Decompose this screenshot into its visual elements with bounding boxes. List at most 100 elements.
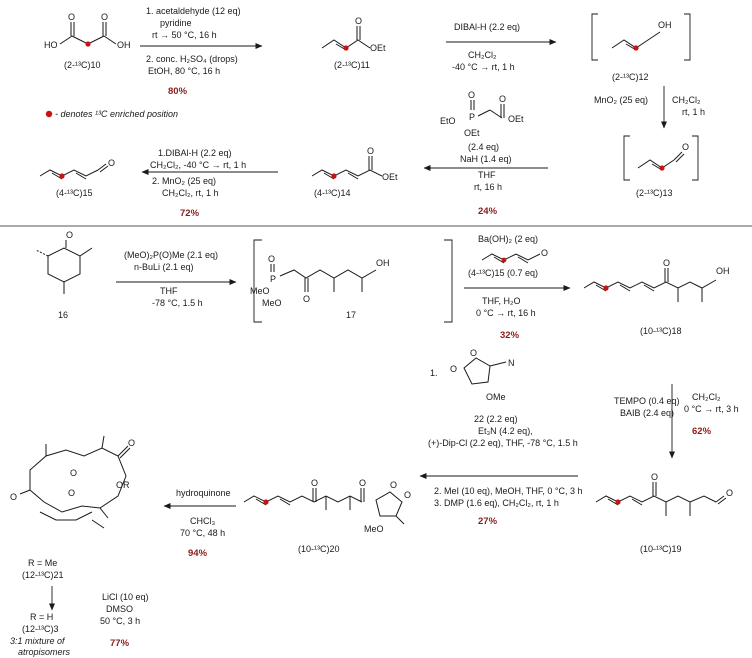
svg-text:0 °C → rt, 3 h: 0 °C → rt, 3 h	[684, 404, 739, 414]
svg-text:0 °C → rt, 16 h: 0 °C → rt, 16 h	[476, 308, 536, 318]
svg-text:O: O	[66, 230, 73, 240]
svg-text:OH: OH	[716, 266, 730, 276]
svg-text:22 (2.2 eq): 22 (2.2 eq)	[474, 414, 518, 424]
compound-label-13: (2-¹³C)13	[636, 188, 673, 198]
svg-text:50 °C, 3 h: 50 °C, 3 h	[100, 616, 140, 626]
svg-text:MnO₂ (25 eq): MnO₂ (25 eq)	[594, 95, 648, 105]
yield-step-4: 24%	[478, 206, 498, 217]
structure-pre-cyclization-20: O O O O MeO	[243, 478, 411, 534]
svg-text:O: O	[303, 294, 310, 304]
svg-text:O: O	[367, 146, 374, 156]
svg-text:2. MnO₂ (25 eq): 2. MnO₂ (25 eq)	[152, 176, 216, 186]
structure-ethyl-sorbate: O OEt	[311, 146, 398, 182]
step-7-conditions: Ba(OH)₂ (2 eq) O (4-¹³C)15 (0.7 eq) THF,…	[468, 234, 548, 341]
svg-text:rt, 16 h: rt, 16 h	[474, 182, 502, 192]
svg-text:OEt: OEt	[508, 114, 524, 124]
svg-text:NaH (1.4 eq): NaH (1.4 eq)	[460, 154, 512, 164]
svg-text:MeO: MeO	[262, 298, 282, 308]
bracket-left	[591, 13, 598, 61]
step-5-conditions: 1.DIBAl-H (2.2 eq) CH₂Cl₂, -40 °C → rt, …	[150, 148, 246, 219]
yield-step-1: 80%	[168, 86, 188, 97]
svg-text:BAIB (2.4 eq): BAIB (2.4 eq)	[620, 408, 674, 418]
r-group-21: R = Me	[28, 558, 57, 568]
step-9-conditions: 22 (2.2 eq) Et₃N (4.2 eq), (+)-Dip-Cl (2…	[428, 414, 582, 527]
svg-text:O: O	[450, 364, 457, 374]
svg-text:MeO: MeO	[250, 286, 270, 296]
svg-text:OR: OR	[116, 480, 130, 490]
legend-13c-dot	[45, 110, 53, 118]
svg-text:OH: OH	[658, 20, 672, 30]
atom-o: O	[101, 12, 108, 22]
reagent-furanone-22: 1. O O N OMe	[430, 348, 515, 402]
svg-text:THF: THF	[478, 170, 496, 180]
structure-aldehyde-19: O O	[595, 472, 733, 516]
r-group-3: R = H	[30, 612, 53, 622]
step-3-conditions: MnO₂ (25 eq) CH₂Cl₂ rt, 1 h	[594, 95, 705, 117]
svg-text:LiCl (10 eq): LiCl (10 eq)	[102, 592, 149, 602]
step-8-conditions: TEMPO (0.4 eq) BAIB (2.4 eq) CH₂Cl₂ 0 °C…	[614, 392, 739, 437]
atropisomer-note-2: atropisomers	[18, 647, 71, 657]
compound-label-11: (2-¹³C)11	[334, 60, 370, 70]
yield-step-8: 62%	[692, 426, 712, 437]
svg-text:O: O	[499, 94, 506, 104]
svg-text:n-BuLi (2.1 eq): n-BuLi (2.1 eq)	[134, 262, 194, 272]
svg-text:TEMPO (0.4 eq): TEMPO (0.4 eq)	[614, 396, 680, 406]
structure-crotonaldehyde: O	[637, 142, 689, 171]
bracket-left	[623, 135, 630, 181]
compound-label-10: (2-¹³C)10	[64, 60, 101, 70]
svg-text:CH₂Cl₂: CH₂Cl₂	[692, 392, 721, 402]
label-13c-dot	[633, 45, 639, 51]
svg-text:1.: 1.	[430, 368, 438, 378]
yield-step-7: 32%	[500, 330, 520, 341]
step-10-conditions: hydroquinone CHCl₃ 70 °C, 48 h 94%	[176, 488, 231, 559]
structure-lactone-16: O	[35, 230, 93, 294]
structure-sorbaldehyde: O	[39, 158, 115, 180]
svg-text:CHCl₃: CHCl₃	[190, 516, 215, 526]
svg-text:O: O	[726, 488, 733, 498]
bracket-right	[444, 239, 453, 323]
svg-text:Ba(OH)₂ (2 eq): Ba(OH)₂ (2 eq)	[478, 234, 538, 244]
atom-ho: HO	[44, 40, 58, 50]
label-13c-dot	[659, 165, 665, 171]
svg-text:O: O	[355, 16, 362, 26]
svg-text:THF: THF	[160, 286, 178, 296]
svg-text:OEt: OEt	[464, 128, 480, 138]
structure-malonic-acid: O O HO OH	[44, 12, 131, 50]
svg-text:O: O	[359, 478, 366, 488]
svg-text:P: P	[469, 112, 475, 122]
svg-text:O: O	[390, 480, 397, 490]
svg-text:CH₂Cl₂: CH₂Cl₂	[468, 50, 497, 60]
svg-text:3. DMP (1.6 eq), CH₂Cl₂, rt, 1: 3. DMP (1.6 eq), CH₂Cl₂, rt, 1 h	[434, 498, 559, 508]
svg-text:(4-¹³C)15 (0.7 eq): (4-¹³C)15 (0.7 eq)	[468, 268, 538, 278]
svg-text:2. MeI (10 eq), MeOH, THF, 0 °: 2. MeI (10 eq), MeOH, THF, 0 °C, 3 h	[434, 486, 582, 496]
svg-text:rt → 50 °C, 16 h: rt → 50 °C, 16 h	[152, 30, 217, 40]
svg-text:hydroquinone: hydroquinone	[176, 488, 231, 498]
svg-text:O: O	[470, 348, 477, 358]
svg-text:(MeO)₂P(O)Me (2.1 eq): (MeO)₂P(O)Me (2.1 eq)	[124, 250, 218, 260]
compound-label-12: (2-¹³C)12	[612, 72, 649, 82]
yield-step-5: 72%	[180, 208, 200, 219]
step-4-conditions: (2.4 eq) NaH (1.4 eq) THF rt, 16 h 24%	[460, 142, 512, 217]
label-13c-dot	[85, 41, 91, 47]
svg-text:1.DIBAl-H (2.2 eq): 1.DIBAl-H (2.2 eq)	[158, 148, 232, 158]
compound-label-16: 16	[58, 310, 68, 320]
svg-text:1. acetaldehyde (12 eq): 1. acetaldehyde (12 eq)	[146, 6, 241, 16]
structure-crotyl-alcohol: OH	[611, 20, 672, 51]
structure-ethyl-crotonate: O OEt	[321, 16, 386, 53]
svg-text:(2.4 eq): (2.4 eq)	[468, 142, 499, 152]
svg-text:O: O	[10, 492, 17, 502]
svg-text:DMSO: DMSO	[106, 604, 133, 614]
svg-text:EtOH, 80 °C, 16 h: EtOH, 80 °C, 16 h	[148, 66, 220, 76]
svg-text:O: O	[541, 248, 548, 258]
label-13c-dot	[331, 173, 337, 179]
svg-text:(+)-Dip-Cl (2.2 eq), THF, -78: (+)-Dip-Cl (2.2 eq), THF, -78 °C, 1.5 h	[428, 438, 578, 448]
svg-text:O: O	[108, 158, 115, 168]
svg-text:EtO: EtO	[440, 116, 456, 126]
bracket-left	[253, 239, 262, 323]
svg-text:O: O	[404, 490, 411, 500]
svg-text:O: O	[70, 468, 77, 478]
svg-text:pyridine: pyridine	[160, 18, 192, 28]
compound-label-20: (10-¹³C)20	[298, 544, 340, 554]
step-11-conditions: LiCl (10 eq) DMSO 50 °C, 3 h 77%	[100, 592, 149, 649]
